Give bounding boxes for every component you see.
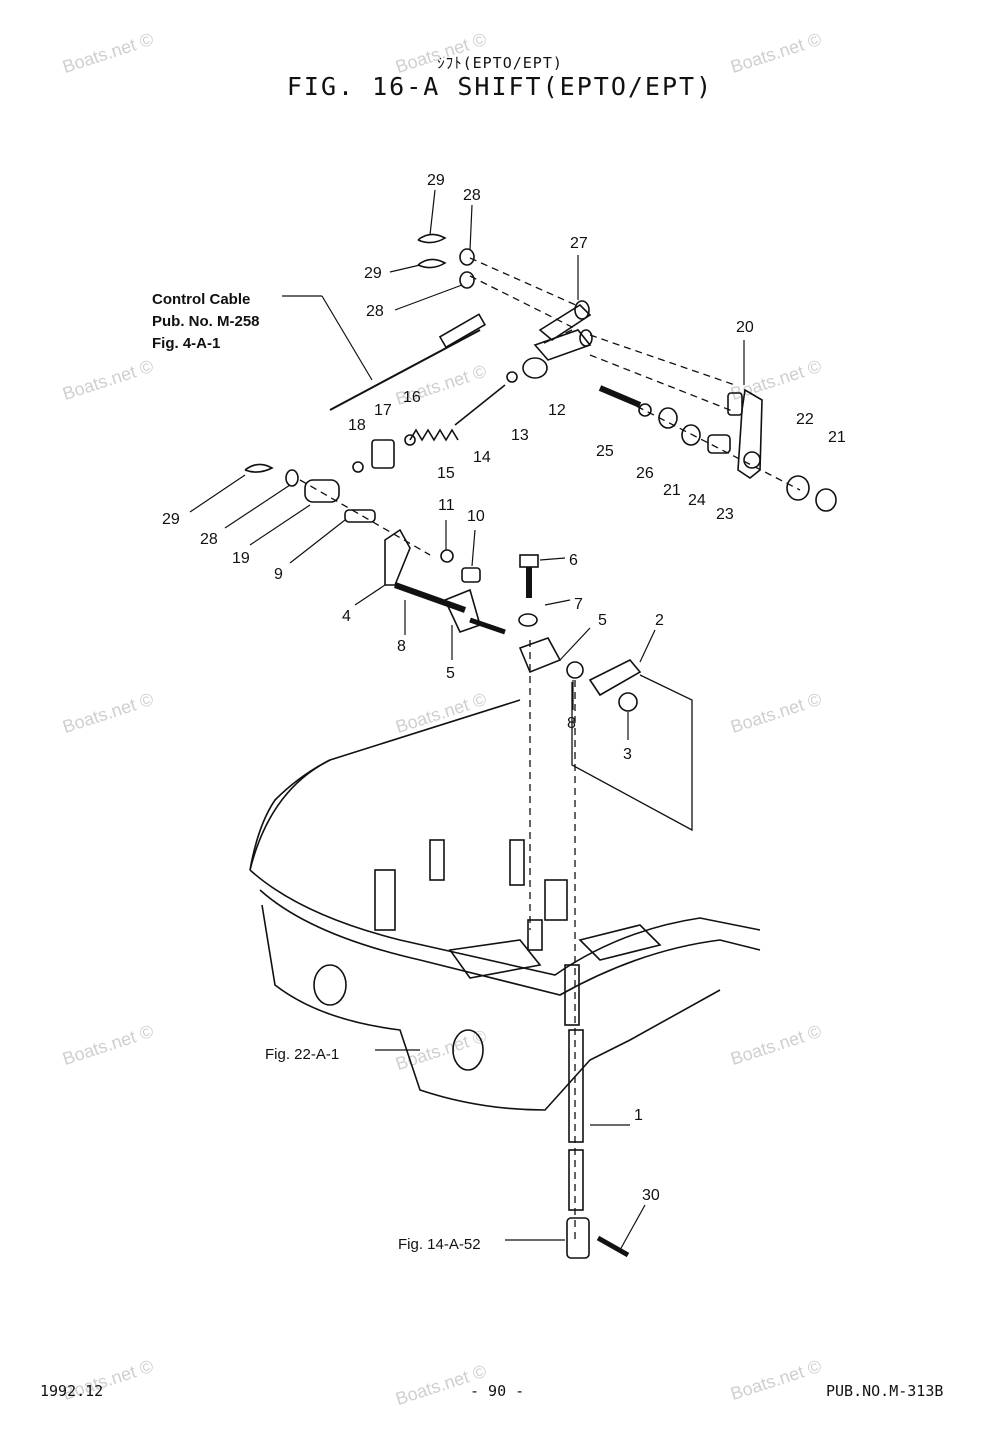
part-number-29: 29 xyxy=(364,265,382,282)
part-number-20: 20 xyxy=(736,319,754,336)
part-number-23: 23 xyxy=(716,506,734,523)
part-number-29: 29 xyxy=(427,172,445,189)
part-number-24: 24 xyxy=(688,492,706,509)
part-number-9: 9 xyxy=(274,566,283,583)
part-number-18: 18 xyxy=(348,417,366,434)
part-number-26: 26 xyxy=(636,465,654,482)
footer-page-number: - 90 - xyxy=(470,1382,525,1400)
part-number-5: 5 xyxy=(598,612,607,629)
control-cable-pub: Pub. No. M-258 xyxy=(152,313,260,330)
control-cable-fig: Fig. 4-A-1 xyxy=(152,335,221,352)
part-number-28: 28 xyxy=(463,187,481,204)
part-number-5: 5 xyxy=(446,665,455,682)
part-number-28: 28 xyxy=(366,303,384,320)
part-number-1: 1 xyxy=(634,1107,643,1124)
control-cable-label: Control Cable xyxy=(152,291,251,308)
part-number-13: 13 xyxy=(511,427,529,444)
control-cable-reference: Control Cable Pub. No. M-258 Fig. 4-A-1 xyxy=(152,289,260,355)
part-number-15: 15 xyxy=(437,465,455,482)
fig-22-reference: Fig. 22-A-1 xyxy=(265,1046,340,1063)
part-number-28: 28 xyxy=(200,531,218,548)
part-number-11: 11 xyxy=(438,497,455,514)
title-japanese: ｼﾌﾄ(EPTO/EPT) xyxy=(437,54,563,72)
part-number-17: 17 xyxy=(374,402,392,419)
part-number-19: 19 xyxy=(232,550,250,567)
part-number-10: 10 xyxy=(467,508,485,525)
part-number-8: 8 xyxy=(567,715,576,732)
part-number-29: 29 xyxy=(162,511,180,528)
part-number-6: 6 xyxy=(569,552,578,569)
figure-title: FIG. 16-A SHIFT(EPTO/EPT) xyxy=(286,72,714,101)
part-number-14: 14 xyxy=(473,449,491,466)
part-number-16: 16 xyxy=(403,389,421,406)
part-number-2: 2 xyxy=(655,612,664,629)
part-number-30: 30 xyxy=(642,1187,660,1204)
part-number-8: 8 xyxy=(397,638,406,655)
footer-date: 1992.12 xyxy=(40,1382,104,1400)
part-number-3: 3 xyxy=(623,746,632,763)
part-number-4: 4 xyxy=(342,608,351,625)
part-number-22: 22 xyxy=(796,411,814,428)
fig-14-reference: Fig. 14-A-52 xyxy=(398,1236,481,1253)
footer-publication: PUB.NO.M-313B xyxy=(826,1382,944,1400)
part-number-25: 25 xyxy=(596,443,614,460)
part-number-7: 7 xyxy=(574,596,583,613)
part-number-27: 27 xyxy=(570,235,588,252)
part-number-21: 21 xyxy=(663,482,681,499)
part-number-12: 12 xyxy=(548,402,566,419)
part-number-21: 21 xyxy=(828,429,846,446)
